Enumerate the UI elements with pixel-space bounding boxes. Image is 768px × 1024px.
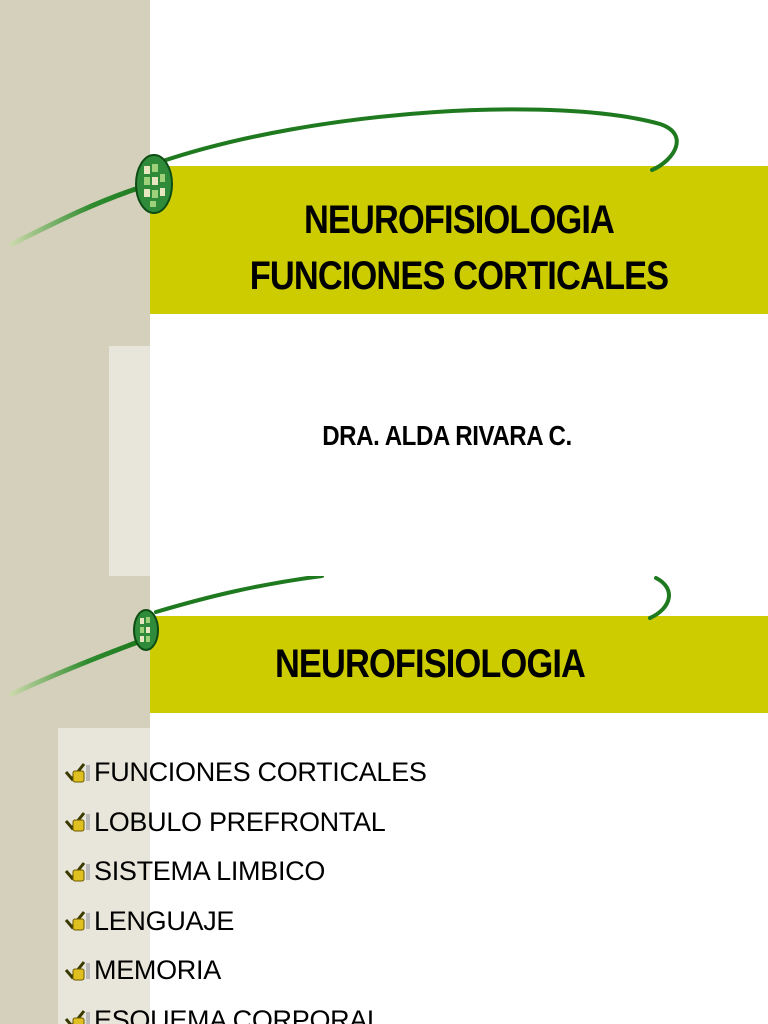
slide-title: NEUROFISIOLOGIA FUNCIONES CORTICALES DRA… [9, 107, 768, 576]
checkmark-pencil-icon [64, 812, 90, 832]
list-item-label: SISTEMA LIMBICO [94, 856, 326, 887]
orb-icon [133, 609, 159, 651]
list-item-label: ESQUEMA CORPORAL [94, 1004, 382, 1024]
list-item-label: MEMORIA [94, 955, 221, 986]
slide-title: NEUROFISIOLOGIA [274, 642, 586, 686]
slide-contents: NEUROFISIOLOGIA FUNCIONES CORTICALES LOB… [0, 576, 768, 1024]
swoosh-decoration [9, 576, 671, 697]
swoosh-decoration [9, 107, 679, 247]
list-item: SISTEMA LIMBICO [64, 847, 427, 897]
list-item-label: LOBULO PREFRONTAL [94, 806, 386, 837]
checkmark-pencil-icon [64, 1010, 90, 1024]
list-item-label: FUNCIONES CORTICALES [94, 757, 427, 788]
list-item-label: LENGUAJE [94, 905, 235, 936]
side-panel [109, 346, 150, 576]
checkmark-pencil-icon [64, 861, 90, 882]
author-name: DRA. ALDA RIVARA C. [322, 420, 572, 451]
orb-icon [135, 154, 173, 214]
title-bar [150, 166, 768, 314]
list-item: LENGUAJE [64, 897, 427, 947]
title-line-2: FUNCIONES CORTICALES [249, 254, 669, 298]
checkmark-pencil-icon [64, 911, 90, 931]
title-bar [150, 616, 768, 713]
list-item: ESQUEMA CORPORAL [64, 996, 427, 1024]
list-item: FUNCIONES CORTICALES [64, 748, 427, 798]
checkmark-pencil-icon [64, 762, 90, 783]
checkmark-pencil-icon [64, 960, 90, 981]
title-line-1: NEUROFISIOLOGIA [303, 198, 615, 242]
list-item: MEMORIA [64, 946, 427, 996]
topic-list: FUNCIONES CORTICALES LOBULO PREFRONTAL S… [64, 748, 427, 1024]
list-item: LOBULO PREFRONTAL [64, 798, 427, 848]
